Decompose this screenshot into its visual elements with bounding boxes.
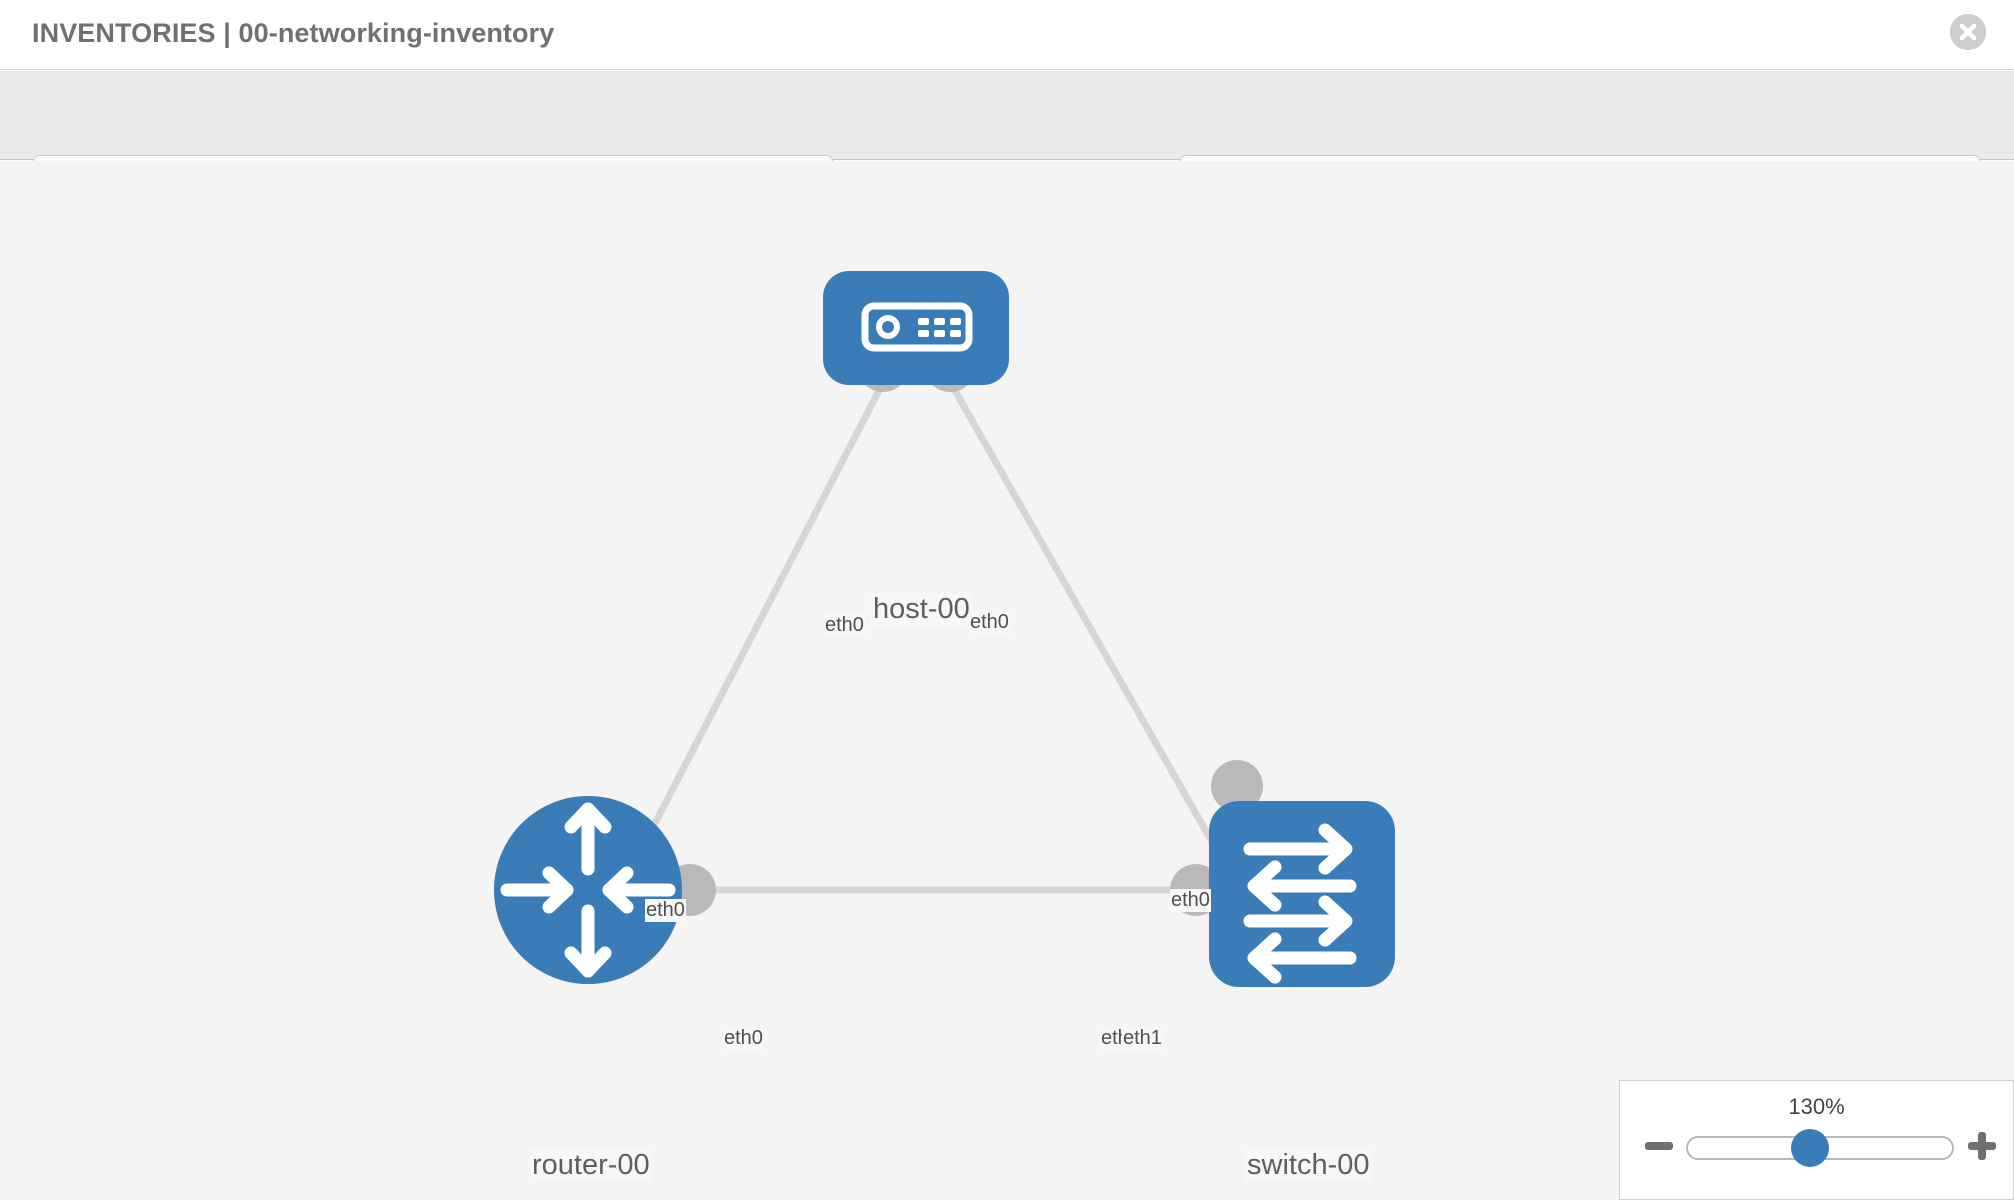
interface-label-switch00-host00: eth0 — [1170, 889, 1211, 912]
toolbar: ACTIONS SEARCH — [0, 71, 2014, 211]
zoom-level-label: 130% — [1788, 1094, 1845, 1119]
server-appliance-icon — [861, 302, 973, 352]
node-label-router-00[interactable]: router-00 — [530, 1149, 652, 1182]
link-host00-switch00 — [941, 371, 1244, 893]
node-switch-00 — [1209, 801, 1395, 987]
topology-links — [616, 371, 1244, 894]
router-four-arrows-icon — [500, 802, 676, 978]
topology-canvas[interactable]: host-00 router-00 switch-00 eth0 eth0 et… — [0, 161, 2014, 1200]
close-icon[interactable] — [1950, 14, 1986, 50]
interface-label-router00-switch00: eth0 — [723, 1027, 764, 1050]
node-label-switch-00[interactable]: switch-00 — [1245, 1149, 1372, 1182]
interface-label-host00-switch00: eth0 — [969, 611, 1010, 634]
interface-label-router00-host00: eth0 — [645, 899, 686, 922]
zoom-slider-thumb[interactable] — [1791, 1129, 1829, 1167]
interface-label-host00-router00: eth0 — [824, 614, 865, 637]
page-title: INVENTORIES | 00-networking-inventory — [32, 18, 555, 48]
zoom-out-button[interactable] — [1642, 1129, 1676, 1163]
port-marker — [1211, 760, 1263, 812]
link-host00-router00 — [616, 371, 892, 893]
node-host-00 — [823, 271, 1009, 385]
node-label-host-00[interactable]: host-00 — [871, 593, 972, 626]
interface-label-switch00-router00: eth1 — [1122, 1027, 1163, 1050]
page-header: INVENTORIES | 00-networking-inventory — [0, 0, 2014, 70]
switch-arrows-icon — [1243, 823, 1357, 984]
node-router-00 — [494, 796, 682, 984]
zoom-control-panel: 130% — [1619, 1080, 2014, 1200]
zoom-in-button[interactable] — [1965, 1129, 1999, 1163]
